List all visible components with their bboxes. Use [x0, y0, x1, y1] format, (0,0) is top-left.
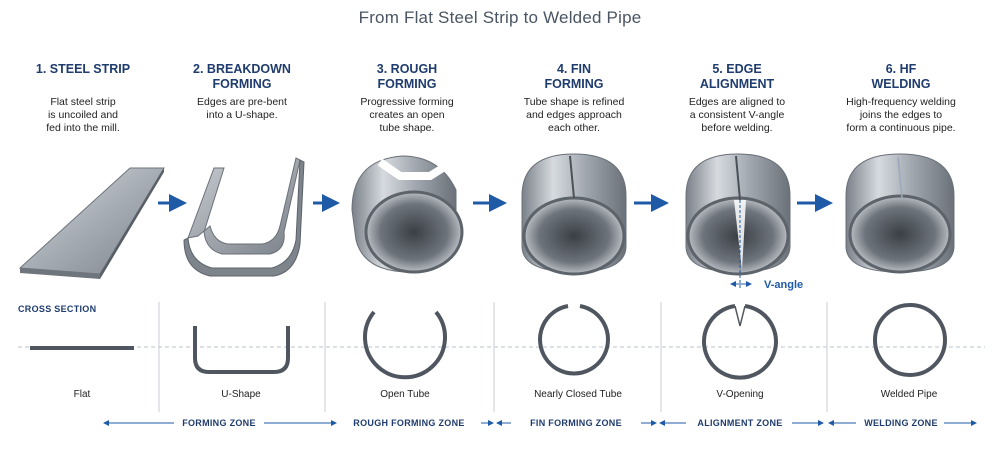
welded-pipe-section-shape [873, 303, 947, 377]
shape-label-open-tube: Open Tube [380, 389, 430, 400]
open-tube-illustration [351, 155, 464, 274]
step-1-title: 1. STEEL STRIP [35, 62, 131, 76]
step-5-description: Edges are aligned to a consistent V-angl… [688, 96, 786, 134]
u-section-shape [193, 326, 290, 374]
v-opening-notch [734, 305, 746, 327]
shape-label-u-shape: U-Shape [221, 389, 261, 400]
cross-section-area [18, 302, 985, 412]
step-6-title: 6. HF WELDING [871, 62, 931, 91]
open-tube-section-shape [363, 310, 447, 380]
step-5-title: 5. EDGE ALIGNMENT [699, 62, 775, 91]
step-6-description: High-frequency welding joins the edges t… [846, 96, 956, 134]
zone-label-rough-forming: ROUGH FORMING ZONE [353, 418, 465, 428]
step-4-description: Tube shape is refined and edges approach… [523, 96, 625, 134]
step-1-description: Flat steel strip is uncoiled and fed int… [46, 96, 120, 134]
shape-label-flat: Flat [73, 389, 91, 400]
edge-alignment-tube-illustration [685, 153, 791, 290]
zone-label-fin-forming: FIN FORMING ZONE [530, 418, 622, 428]
fin-forming-tube-illustration [521, 153, 627, 276]
v-opening-section-shape [702, 304, 778, 380]
step-3-title: 3. ROUGH FORMING [376, 62, 438, 91]
step-3-description: Progressive forming creates an open tube… [360, 96, 454, 134]
v-angle-label: V-angle [764, 279, 804, 291]
nearly-closed-section-shape [538, 304, 610, 376]
zone-label-welding: WELDING ZONE [864, 418, 938, 428]
welded-pipe-illustration [845, 153, 955, 274]
cross-section-label: CROSS SECTION [18, 304, 97, 314]
u-channel-illustration [183, 157, 305, 277]
diagram-title: From Flat Steel Strip to Welded Pipe [358, 8, 642, 27]
zone-label-forming: FORMING ZONE [182, 418, 256, 428]
steel-strip-illustration [18, 167, 165, 279]
shape-label-nearly-closed-tube: Nearly Closed Tube [534, 389, 622, 400]
zone-label-alignment: ALIGNMENT ZONE [697, 418, 783, 428]
step-2-description: Edges are pre-bent into a U-shape. [197, 96, 287, 121]
shape-label-v-opening: V-Opening [716, 389, 764, 400]
shape-label-welded-pipe: Welded Pipe [880, 389, 938, 400]
step-2-title: 2. BREAKDOWN FORMING [193, 62, 291, 91]
step-4-title: 4. FIN FORMING [544, 62, 604, 91]
